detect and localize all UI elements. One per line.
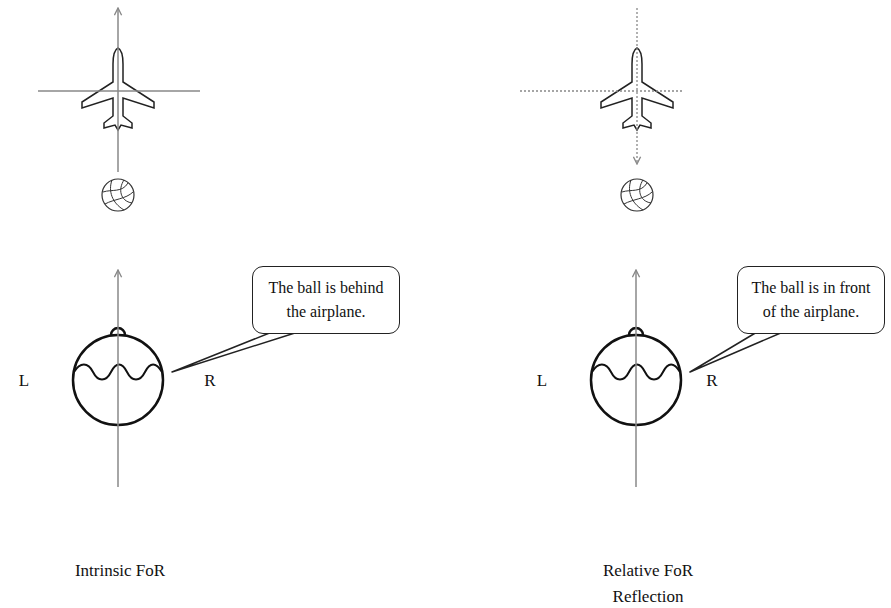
- speech-text: The ball is in front of the airplane.: [746, 276, 876, 324]
- speech-text: The ball is behind the airplane.: [261, 276, 391, 324]
- side-label: L: [530, 368, 554, 394]
- bubble-tail: [690, 332, 783, 372]
- speech-bubble: The ball is behind the airplane.: [252, 266, 400, 334]
- side-label: R: [198, 368, 222, 394]
- axis-arrow: [636, 8, 637, 164]
- axis-arrow: [117, 8, 119, 172]
- ball-icon: [621, 179, 653, 211]
- panel-caption: Intrinsic FoR: [50, 558, 190, 584]
- side-label: L: [12, 368, 36, 394]
- bubble-tail: [172, 332, 298, 372]
- side-label: R: [700, 368, 724, 394]
- speech-bubble: The ball is in front of the airplane.: [737, 266, 885, 334]
- axis-arrow: [635, 270, 637, 487]
- axis-line: [38, 90, 200, 92]
- axis-line: [520, 90, 684, 91]
- ball-icon: [102, 179, 134, 211]
- axis-arrow: [117, 270, 119, 487]
- panel-caption: Relative FoR Reflection: [598, 558, 698, 608]
